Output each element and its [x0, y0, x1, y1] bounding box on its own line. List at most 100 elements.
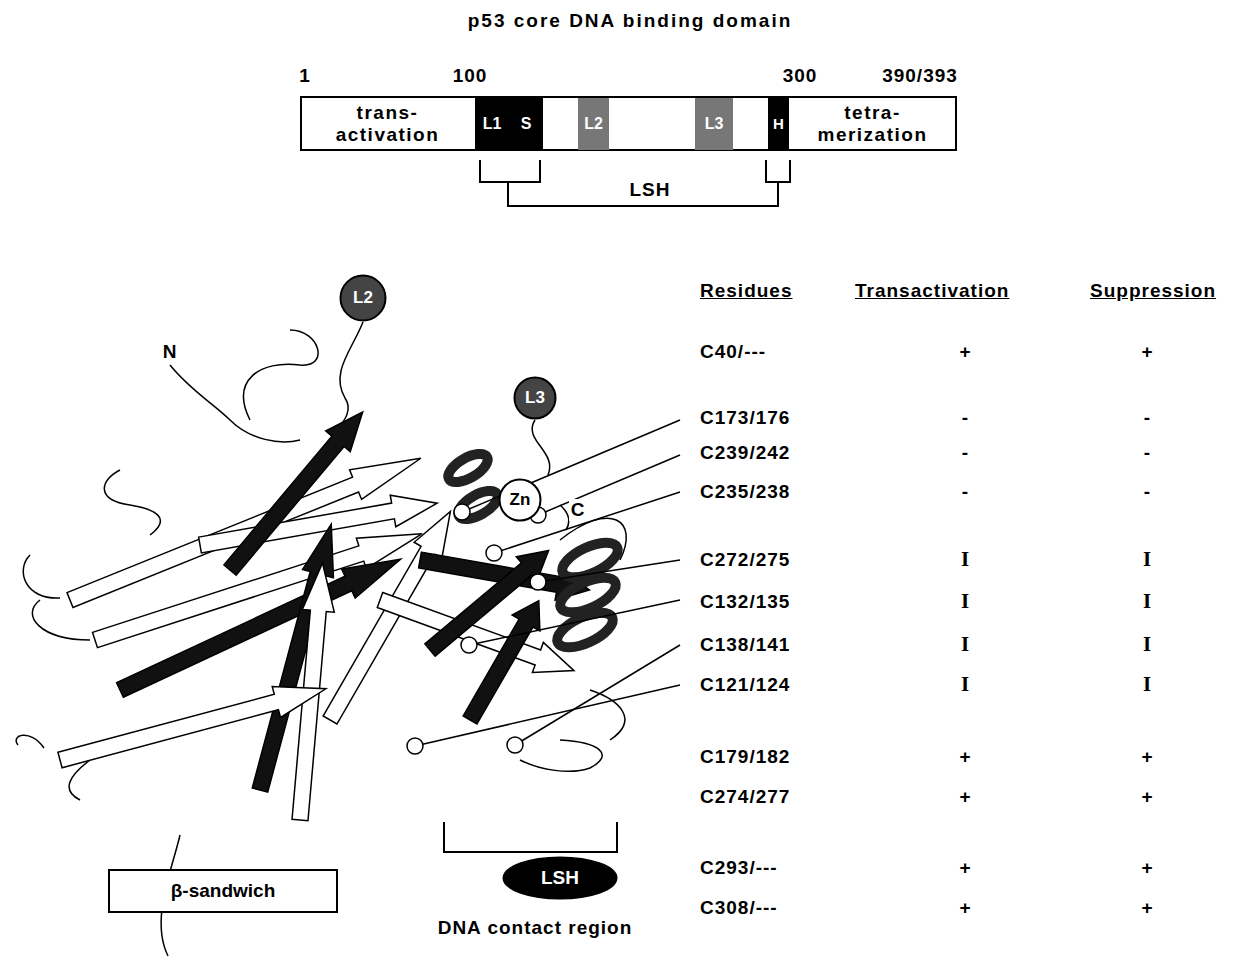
beta-strand	[456, 593, 553, 728]
leader-line	[515, 645, 680, 745]
table-cell: I	[1143, 547, 1151, 572]
node-text: L2	[584, 115, 603, 133]
table-cell: +	[959, 857, 970, 880]
zinc-marker: Zn	[498, 478, 542, 522]
table-cell: -	[1144, 407, 1150, 430]
lsh-bracket	[480, 160, 790, 206]
region-label: LSH	[630, 179, 671, 202]
helix-segment: H	[768, 98, 789, 150]
protein-loop	[23, 555, 60, 598]
domain-bar	[301, 97, 956, 150]
table-cell: +	[1141, 857, 1152, 880]
residue-label: C173/176	[700, 407, 790, 430]
protein-loop	[16, 322, 626, 956]
domain-segment: tetra- merization	[790, 98, 956, 150]
lsh-bracket	[480, 160, 790, 206]
table-cell: I	[1143, 672, 1151, 697]
node-outline	[504, 858, 617, 899]
residue-label: C293/---	[700, 857, 778, 880]
cysteine-site	[407, 504, 546, 754]
terminus-label: C	[569, 499, 588, 522]
table-cell: -	[1144, 442, 1150, 465]
domain-bar	[301, 97, 956, 150]
beta-strand	[113, 545, 407, 705]
node-text: LSH	[541, 867, 579, 889]
beta-strand	[420, 538, 559, 662]
node-text: S	[521, 115, 532, 133]
axis-number: 100	[453, 65, 488, 88]
protein-loop	[104, 470, 160, 535]
beta-strand	[56, 673, 330, 775]
loop-segment: L2	[578, 98, 609, 150]
axis-number: 1	[299, 65, 311, 88]
table-cell: I	[1143, 632, 1151, 657]
beta-strand	[245, 520, 347, 794]
region-box: β-sandwich	[108, 869, 338, 913]
beta-strand	[56, 402, 592, 822]
node-text: Zn	[510, 490, 531, 510]
contact-bracket	[444, 822, 617, 852]
table-header: Residues	[700, 280, 792, 303]
protein-loop	[590, 690, 625, 740]
alpha-helix	[552, 606, 617, 655]
cysteine-site	[407, 738, 423, 754]
leader-line	[538, 455, 680, 515]
node-text: L3	[525, 388, 545, 408]
cysteine-site	[507, 737, 523, 753]
domain-segment: trans- activation	[301, 98, 474, 150]
contact-bracket	[444, 822, 617, 852]
cysteine-site	[530, 574, 546, 590]
residue-label: C274/277	[700, 786, 790, 809]
figure-title: p53 core DNA binding domain	[468, 10, 793, 32]
terminus-label: N	[161, 341, 180, 364]
residue-label: C121/124	[700, 674, 790, 697]
residue-label: C132/135	[700, 591, 790, 614]
table-cell: -	[962, 442, 968, 465]
axis-number: 390/393	[882, 65, 958, 88]
loop-segment: L1	[475, 98, 509, 150]
node-text: tetra- merization	[794, 102, 952, 146]
protein-loop	[560, 505, 569, 530]
node-text: L1	[483, 115, 502, 133]
loop-marker: L3	[513, 376, 557, 420]
table-cell: I	[1143, 589, 1151, 614]
cysteine-site	[454, 504, 470, 520]
node-outline	[515, 378, 556, 419]
beta-strand	[218, 402, 375, 581]
residue-label: C179/182	[700, 746, 790, 769]
node-text: L2	[353, 288, 373, 308]
cysteine-site	[486, 545, 502, 561]
region-ellipse: LSH	[502, 856, 618, 900]
table-cell: I	[961, 672, 969, 697]
table-header: Transactivation	[855, 280, 1009, 303]
table-cell: +	[1141, 897, 1152, 920]
leader-line	[469, 600, 680, 645]
residue-label: C138/141	[700, 634, 790, 657]
sheet-segment: S	[509, 98, 543, 150]
protein-loop	[16, 735, 44, 748]
protein-loop	[244, 330, 318, 420]
protein-loop	[32, 600, 90, 640]
node-text: L3	[705, 115, 724, 133]
node-text: β-sandwich	[171, 880, 276, 902]
table-cell: -	[962, 481, 968, 504]
loop-marker: L2	[339, 274, 387, 322]
node-outline	[341, 276, 386, 321]
protein-loop	[170, 365, 300, 442]
residue-label: C308/---	[700, 897, 778, 920]
table-cell: I	[961, 632, 969, 657]
alpha-helix	[444, 448, 492, 487]
table-cell: -	[1144, 481, 1150, 504]
residue-label: C272/275	[700, 549, 790, 572]
protein-loop	[69, 760, 90, 800]
table-cell: +	[1141, 341, 1152, 364]
protein-loop	[520, 740, 602, 771]
leader-line	[415, 685, 680, 746]
residue-label: C239/242	[700, 442, 790, 465]
residue-label: C235/238	[700, 481, 790, 504]
alpha-helix	[444, 448, 623, 654]
node-outline	[500, 480, 541, 521]
